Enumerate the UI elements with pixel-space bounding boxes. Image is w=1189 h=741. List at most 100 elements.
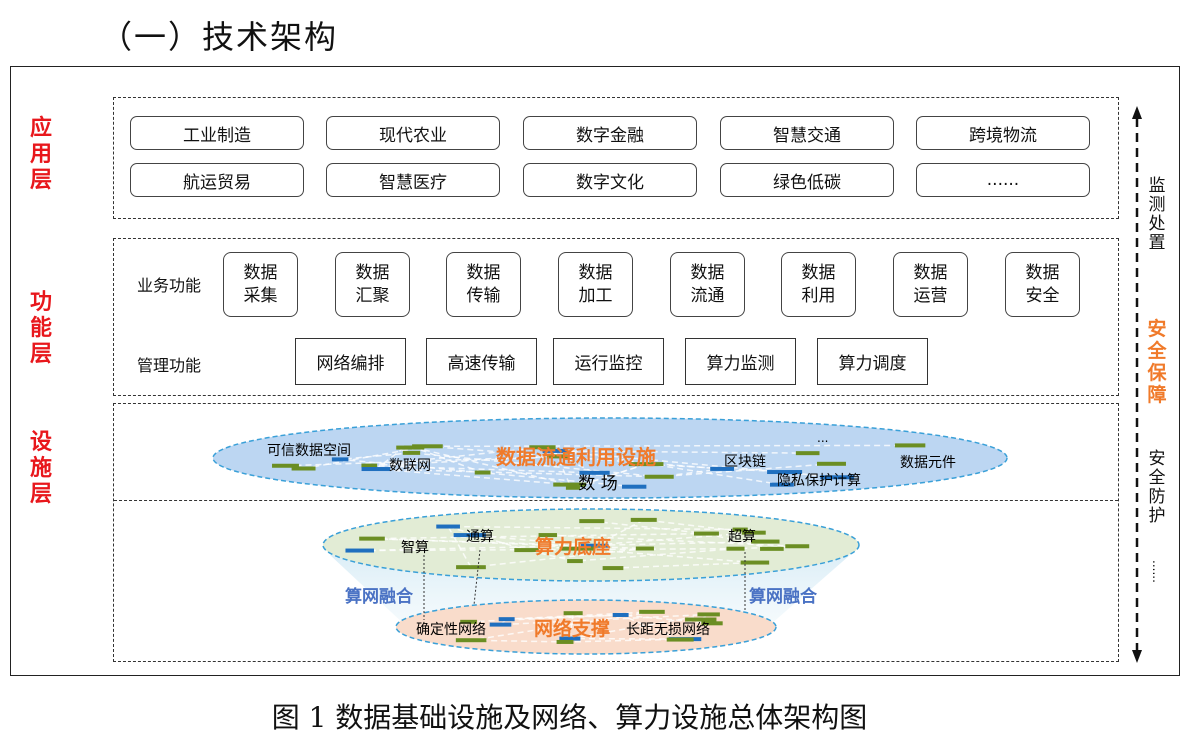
node-link <box>706 532 773 550</box>
node-marker <box>272 463 299 468</box>
node-link <box>620 614 713 625</box>
node-link <box>447 525 527 551</box>
app-item[interactable]: 航运贸易 <box>130 163 304 197</box>
management-function-item[interactable]: 算力监测 <box>685 338 796 385</box>
node-link <box>470 547 645 568</box>
app-item[interactable]: 智慧交通 <box>720 116 894 150</box>
business-function-tile[interactable]: 数据汇聚 <box>335 252 410 317</box>
node-marker <box>455 638 487 643</box>
node-marker <box>359 536 385 541</box>
node-marker <box>538 533 557 538</box>
node-link <box>468 614 621 623</box>
node-marker <box>453 533 486 538</box>
node-marker <box>498 617 515 622</box>
tile-label-line: 传输 <box>466 285 501 306</box>
node-link <box>371 532 707 540</box>
node-links <box>285 444 911 643</box>
layer-label-infra: 设施层 <box>29 430 52 507</box>
fusion-label-right: 算网融合 <box>748 586 818 607</box>
node-marker <box>644 474 674 479</box>
tile-label-line: 汇聚 <box>355 285 390 306</box>
node-link <box>526 531 754 551</box>
layer-label-function: 功能层 <box>29 290 52 367</box>
node-marker <box>345 548 374 553</box>
tile-label-line: 加工 <box>578 285 613 306</box>
management-function-item[interactable]: 算力调度 <box>817 338 928 385</box>
node-marker <box>529 445 556 450</box>
management-function-item[interactable]: 高速传输 <box>426 338 537 385</box>
node-link <box>375 446 405 470</box>
security-protection: 安全防护 <box>1148 449 1166 526</box>
node-link <box>620 614 681 641</box>
node-marker <box>816 461 846 466</box>
node-marker <box>579 470 610 475</box>
app-item[interactable]: 绿色低碳 <box>720 163 894 197</box>
node-marker <box>559 636 581 641</box>
tile-label-line: 数据 <box>913 262 948 283</box>
node-link <box>555 450 808 454</box>
node-marker <box>559 546 595 551</box>
node-link <box>569 637 685 640</box>
node-marker <box>769 482 794 487</box>
business-function-tile[interactable]: 数据传输 <box>446 252 521 317</box>
node-marker <box>580 543 609 548</box>
node-link <box>359 547 736 552</box>
app-item[interactable]: 数字文化 <box>523 163 697 197</box>
node-marker <box>639 609 665 614</box>
tile-label-line: 数据 <box>243 262 278 283</box>
tile-label-line: 数据 <box>355 262 390 283</box>
app-item[interactable]: 现代农业 <box>326 116 500 150</box>
node-marker <box>542 448 568 453</box>
node-marker <box>741 530 766 535</box>
node-marker <box>456 565 486 570</box>
section-title: （一）技术架构 <box>100 18 339 56</box>
app-item[interactable]: 数字金融 <box>523 116 697 150</box>
node-link <box>469 534 595 547</box>
node-link <box>506 614 621 620</box>
compute-title: 算力底座 <box>535 535 611 558</box>
management-function-item[interactable]: 运行监控 <box>553 338 664 385</box>
node-marker <box>785 544 810 549</box>
node-marker <box>567 559 583 564</box>
node-marker <box>685 617 717 622</box>
node-deterministic-network: 确定性网络 <box>416 622 486 638</box>
app-item[interactable]: 智慧医疗 <box>326 163 500 197</box>
node-marker <box>553 482 587 487</box>
business-function-tile[interactable]: 数据安全 <box>1005 252 1080 317</box>
node-link <box>369 446 543 467</box>
node-link <box>569 613 709 640</box>
node-link <box>303 445 428 470</box>
node-markers <box>272 443 926 644</box>
figure-caption: 图 1 数据基础设施及网络、算力设施总体架构图 <box>271 701 868 734</box>
tile-label-line: 数据 <box>690 262 725 283</box>
business-function-tile[interactable]: 数据运营 <box>893 252 968 317</box>
node-link <box>547 534 798 547</box>
node-marker <box>291 466 316 471</box>
business-function-tile[interactable]: 数据流通 <box>670 252 745 317</box>
layer-label-app: 应用层 <box>29 116 52 193</box>
node-lossless-network: 长距无损网络 <box>626 622 710 638</box>
node-marker <box>726 546 745 551</box>
app-item[interactable]: ...... <box>916 163 1090 197</box>
tile-label-line: 数据 <box>801 262 836 283</box>
infrastructure-divider <box>114 500 1118 501</box>
node-data-element: 数据元件 <box>900 455 956 471</box>
business-function-label: 业务功能 <box>137 276 202 295</box>
node-marker <box>565 485 581 490</box>
node-marker <box>361 463 378 468</box>
business-function-tile[interactable]: 数据加工 <box>558 252 633 317</box>
node-data-network: 数联网 <box>389 458 431 474</box>
node-marker <box>331 457 349 462</box>
business-function-tile[interactable]: 数据采集 <box>223 252 298 317</box>
node-marker <box>436 524 460 529</box>
node-link <box>659 463 832 478</box>
node-marker <box>630 517 657 522</box>
app-item[interactable]: 跨境物流 <box>916 116 1090 150</box>
management-function-item[interactable]: 网络编排 <box>295 338 406 385</box>
business-function-tile[interactable]: 数据利用 <box>781 252 856 317</box>
node-link <box>427 444 911 448</box>
node-link <box>555 450 838 479</box>
app-item[interactable]: 工业制造 <box>130 116 304 150</box>
